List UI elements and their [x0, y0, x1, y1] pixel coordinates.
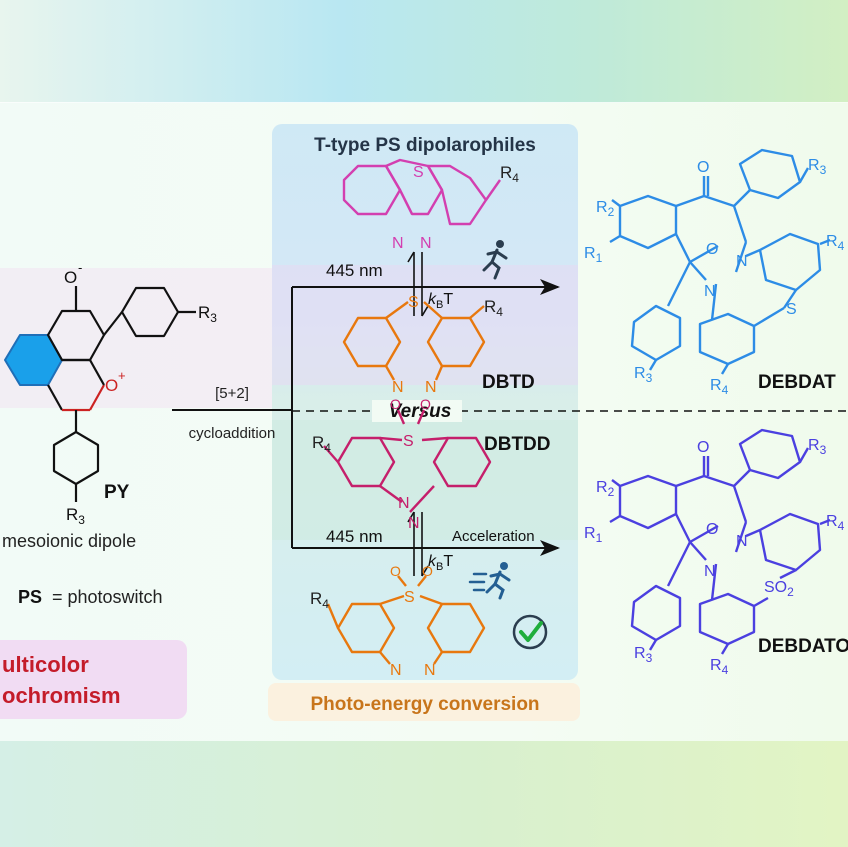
- debdat-n2: N: [736, 253, 748, 270]
- dbtd-z-n1: N: [392, 379, 404, 396]
- wavelength-top: 445 nm: [326, 261, 383, 280]
- reaction-type: [5+2]: [215, 385, 249, 402]
- debdato-o-bridge: O: [706, 521, 718, 538]
- reaction-arrows: [172, 279, 848, 556]
- py-minus-sign: -: [78, 260, 82, 275]
- debdat-o-ketone: O: [697, 159, 709, 176]
- debdat-r3-bottom: R3: [634, 365, 653, 385]
- dbtd-e-s: S: [413, 164, 424, 181]
- photo-energy-banner: [268, 683, 580, 721]
- multicolor-banner: [0, 640, 187, 719]
- py-label: PY: [104, 482, 130, 503]
- running-person-icon: [482, 240, 508, 280]
- py-o-plus: O: [105, 376, 118, 395]
- debdato-o-ketone: O: [697, 439, 709, 456]
- wavelength-bottom: 445 nm: [326, 527, 383, 546]
- debdat-n1: N: [704, 283, 716, 300]
- check-circle-icon: [512, 614, 548, 650]
- debdat-r3-top: R3: [808, 157, 827, 177]
- debdato-so2: SO2: [764, 579, 794, 599]
- dbtd-z-r4: R4: [484, 297, 503, 319]
- ps-definition: = photoswitch: [52, 587, 163, 607]
- dbtdd-label: DBTDD: [484, 434, 551, 455]
- dbtdd-e-o1: O: [390, 396, 401, 412]
- dbtdd-e-r4: R4: [312, 433, 331, 455]
- bottom-band: [0, 741, 848, 847]
- debdato-n2: N: [736, 533, 748, 550]
- dbtd-e-structure: [342, 158, 501, 226]
- debdat-o-bridge: O: [706, 241, 718, 258]
- py-plus-sign: +: [118, 368, 126, 383]
- fast-running-person-icon: [468, 562, 511, 600]
- dbtd-e-r4: R4: [500, 163, 519, 185]
- debdato-label: DEBDATO: [758, 636, 848, 657]
- debdat-structure: [609, 148, 831, 375]
- dipole-label: mesoionic dipole: [2, 531, 136, 551]
- multicolor-line1: ulticolor: [2, 652, 89, 677]
- dbtd-label: DBTD: [482, 372, 535, 393]
- debdat-r1: R1: [584, 245, 603, 265]
- debdato-r4-bottom: R4: [710, 657, 729, 677]
- kbt-top: kBT: [428, 291, 453, 311]
- py-r3-bottom: R3: [66, 505, 85, 527]
- dbtd-e-n1: N: [392, 235, 404, 252]
- dbtd-z-n2: N: [425, 379, 437, 396]
- debdat-r4-right: R4: [826, 233, 845, 253]
- dbtdd-z-r4: R4: [310, 589, 329, 611]
- py-r3-top: R3: [198, 303, 217, 325]
- debdat-r2: R2: [596, 199, 615, 219]
- kbt-bottom: kBT: [428, 553, 453, 573]
- dbtdd-e-n2: N: [408, 515, 420, 532]
- py-o-minus: O: [64, 268, 77, 287]
- dbtd-z-s: S: [408, 294, 419, 311]
- panel-title: T-type PS dipolarophiles: [314, 135, 536, 156]
- debdato-r1: R1: [584, 525, 603, 545]
- debdat-label: DEBDAT: [758, 372, 836, 393]
- acceleration-label: Acceleration: [452, 528, 535, 545]
- dbtdd-e-n1: N: [398, 495, 410, 512]
- dbtdd-e-s: S: [403, 433, 414, 450]
- debdato-r3-bottom: R3: [634, 645, 653, 665]
- photo-energy-label: Photo-energy conversion: [310, 694, 539, 715]
- equilibrium-top: [407, 251, 429, 317]
- debdato-structure: [609, 428, 831, 655]
- dbtdd-z-n1: N: [390, 662, 402, 679]
- dbtdd-e-structure: [323, 409, 492, 513]
- top-band: [0, 0, 848, 103]
- equilibrium-bottom: [407, 511, 429, 577]
- dbtdd-z-o2: O: [422, 563, 433, 579]
- dbtdd-z-n2: N: [424, 662, 436, 679]
- debdato-r2: R2: [596, 479, 615, 499]
- ps-abbr: PS: [18, 587, 42, 607]
- dbtdd-z-o1: O: [390, 563, 401, 579]
- debdato-r3-top: R3: [808, 437, 827, 457]
- debdat-r4-bottom: R4: [710, 377, 729, 397]
- multicolor-line2: ochromism: [2, 683, 121, 708]
- debdato-n1: N: [704, 563, 716, 580]
- dbtd-e-n2: N: [420, 235, 432, 252]
- debdato-r4-right: R4: [826, 513, 845, 533]
- dbtdd-z-structure: [326, 575, 486, 665]
- versus-bg: [372, 400, 462, 422]
- dbtd-z-structure: [342, 301, 486, 381]
- dbtdd-z-s: S: [404, 589, 415, 606]
- dbtdd-e-o2: O: [420, 396, 431, 412]
- reaction-name: cycloaddition: [189, 425, 276, 442]
- dbtd-highlight: [272, 265, 578, 385]
- versus-label: Versus: [389, 401, 452, 422]
- debdat-s: S: [786, 301, 797, 318]
- py-structure: O - O + R3 R3: [4, 260, 217, 527]
